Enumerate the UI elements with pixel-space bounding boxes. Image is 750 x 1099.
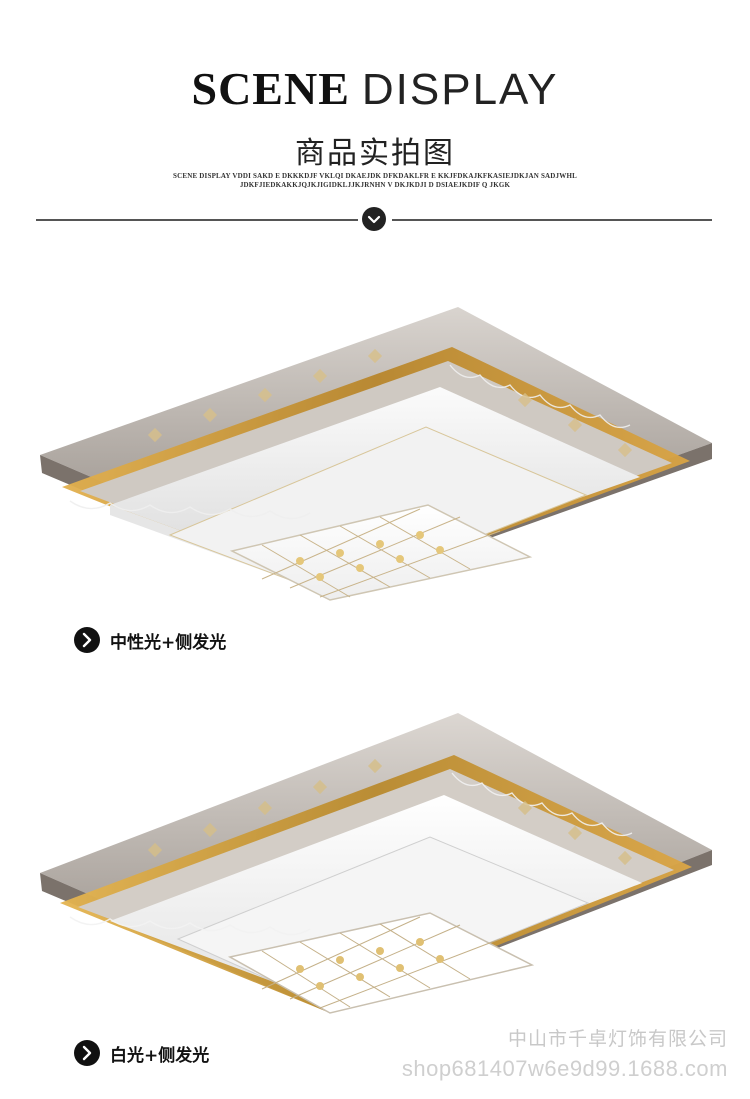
page-subtitle: 商品实拍图: [295, 136, 455, 171]
chevron-right-icon: [74, 1040, 100, 1066]
caption-text: 白光+侧发光: [110, 1045, 210, 1066]
decorative-text-line-2: JDKFJIEDKAKKJQJKJIGIDKLJJKJRNHN V DKJKDJ…: [239, 181, 511, 189]
divider-left: [36, 219, 358, 221]
watermark-company: 中山市千卓灯饰有限公司: [507, 1028, 728, 1050]
caption-text: 中性光+侧发光: [110, 632, 227, 653]
product-caption-2: 白光+侧发光: [74, 1040, 209, 1066]
product-caption-1: 中性光+侧发光: [74, 627, 226, 653]
chevron-down-icon: [362, 207, 386, 231]
decorative-text-line-1: SCENE DISPLAY VDDI SAKD E DKKKDJF VKLQI …: [173, 172, 577, 180]
title-light-word: DISPLAY: [361, 65, 559, 114]
product-photo-white-light: [0, 695, 750, 1025]
divider-right: [392, 219, 712, 221]
title-bold-word: SCENE: [191, 63, 350, 114]
watermark-url: shop681407w6e9d99.1688.com: [401, 1056, 728, 1081]
product-photo-neutral-light: [0, 295, 750, 615]
chevron-right-icon: [74, 627, 100, 653]
